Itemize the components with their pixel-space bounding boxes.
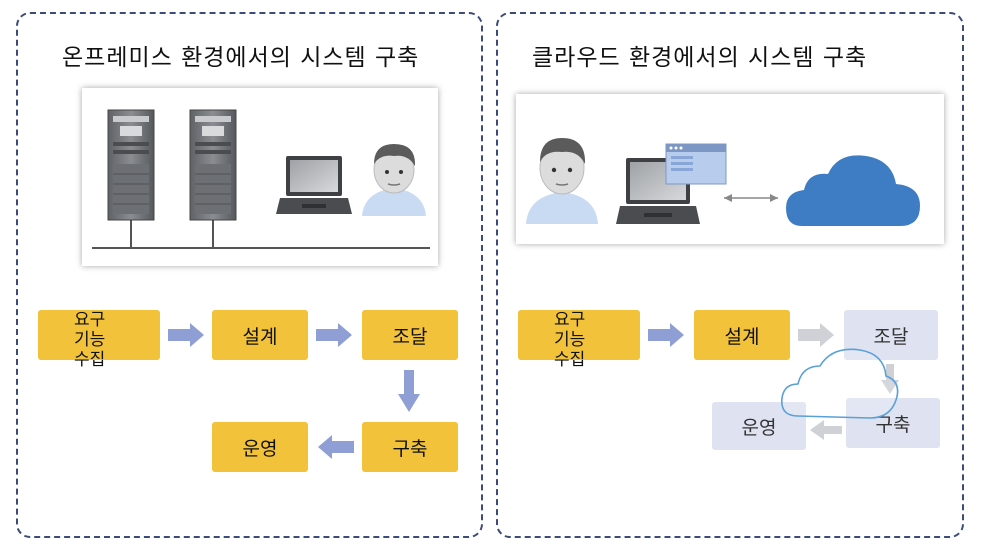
person-icon [362, 144, 426, 216]
arrow-left-icon [318, 435, 354, 459]
cloud-icon [786, 155, 920, 226]
laptop-icon [276, 156, 352, 214]
arrow-right-icon [798, 323, 834, 347]
step-design: 설계 [212, 310, 308, 360]
cloud-scene-svg [526, 138, 920, 226]
arrow-right-icon [316, 323, 352, 347]
on-premise-illustration [82, 88, 438, 266]
step-procurement: 조달 [362, 310, 458, 360]
step-requirements-line-2: 기능 [74, 330, 106, 350]
bidirectional-arrow-icon [724, 194, 778, 202]
step-build: 구축 [362, 422, 458, 472]
arrow-right-icon [168, 323, 204, 347]
cloud-panel: 클라우드 환경에서의 시스템 구축 [496, 12, 964, 538]
arrow-down-icon [398, 370, 420, 412]
step-build: 구축 [846, 398, 940, 448]
step-design: 설계 [694, 310, 790, 360]
arrow-right-icon [648, 323, 684, 347]
arrow-down-icon [881, 364, 899, 394]
step-procurement: 조달 [844, 310, 938, 360]
server-tower-icon [189, 109, 237, 221]
step-requirements: 요구 기능 수집 [38, 310, 160, 370]
cloud-title: 클라우드 환경에서의 시스템 구축 [532, 45, 868, 71]
on-premise-title: 온프레미스 환경에서의 시스템 구축 [62, 45, 420, 71]
step-requirements-line-1: 요구 [554, 310, 586, 330]
step-requirements-line-3: 수집 [74, 350, 106, 370]
arrow-left-icon [810, 420, 842, 440]
person-icon [526, 138, 598, 224]
step-operation: 운영 [212, 422, 308, 472]
browser-window-icon [665, 143, 727, 185]
step-requirements: 요구 기능 수집 [518, 310, 640, 370]
on-premise-scene-svg [92, 109, 430, 249]
on-premise-panel: 온프레미스 환경에서의 시스템 구축 [16, 12, 483, 538]
server-tower-icon [107, 109, 155, 221]
cloud-flow-arrows [648, 323, 899, 440]
step-requirements-line-3: 수집 [554, 350, 586, 370]
step-requirements-line-1: 요구 [74, 310, 106, 330]
cloud-illustration [516, 94, 944, 244]
step-operation: 운영 [712, 402, 806, 450]
step-requirements-line-2: 기능 [554, 330, 586, 350]
